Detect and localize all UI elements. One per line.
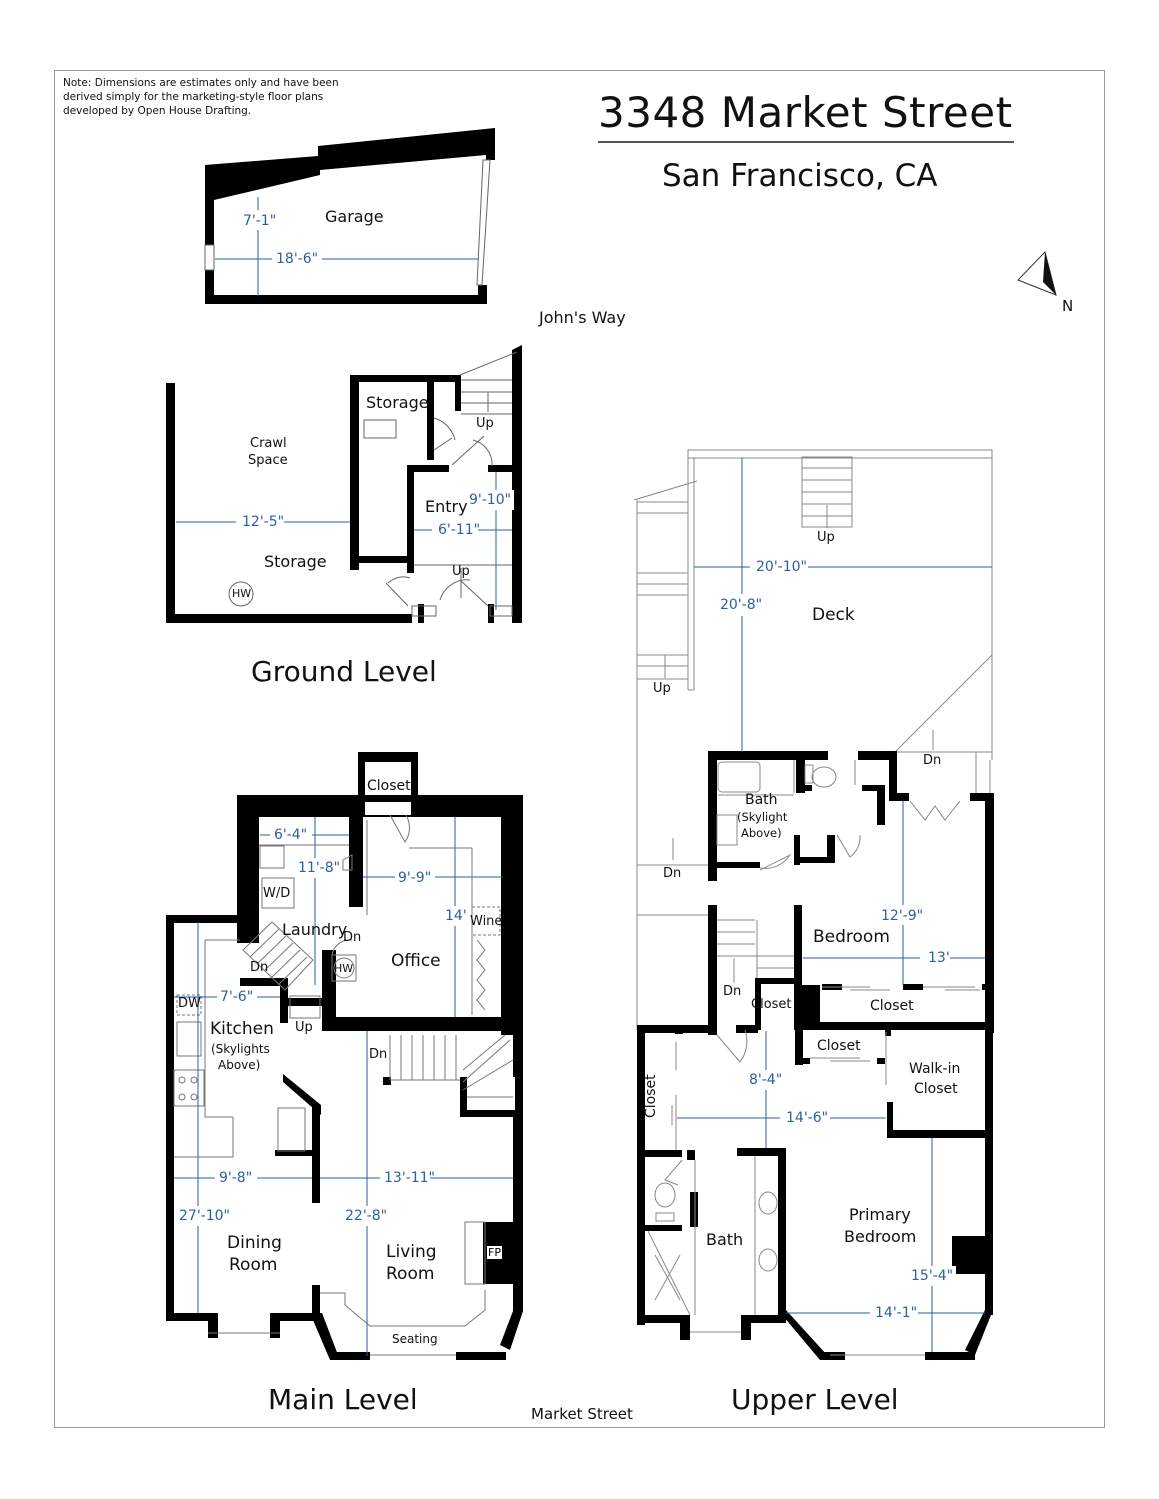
property-address-title: 3348 Market Street — [598, 88, 1013, 137]
dim-storage-width: 12'-5" — [242, 514, 285, 530]
garage-plan — [204, 128, 495, 304]
dim-bedroom-width: 13' — [928, 950, 950, 966]
dishwasher-icon: DW — [178, 996, 201, 1011]
stair-label-up: Up — [295, 1020, 313, 1035]
stair-label-dn: Dn — [250, 960, 269, 975]
room-label-laundry: Laundry — [282, 920, 348, 939]
dim-hall-width: 14'-6" — [786, 1110, 829, 1126]
room-label-wine: Wine — [470, 914, 503, 929]
dim-living-depth: 22'-8" — [345, 1208, 388, 1224]
room-label-dining: Dining — [227, 1233, 282, 1253]
room-label-storage-small: Storage — [366, 393, 429, 412]
upper-level-plan — [633, 449, 994, 1360]
dim-living-width: 13'-11" — [384, 1170, 435, 1186]
room-label-closet-side: Closet — [643, 1074, 659, 1118]
north-arrow-icon — [1017, 251, 1057, 296]
title-underline — [598, 141, 1014, 143]
property-city-subtitle: San Francisco, CA — [662, 158, 938, 194]
dim-primary-width: 14'-1" — [875, 1305, 918, 1321]
level-title-ground: Ground Level — [251, 655, 437, 688]
water-heater-icon: HW — [232, 587, 252, 600]
room-label-entry: Entry — [425, 497, 468, 516]
ground-level-plan — [166, 345, 522, 623]
room-label-closet-primary: Closet — [817, 1038, 861, 1054]
room-label-walk-in-closet-2: Closet — [914, 1081, 958, 1097]
stair-label-up: Up — [476, 416, 494, 431]
room-note-kitchen-2: Above) — [218, 1058, 261, 1072]
room-label-storage-large: Storage — [264, 552, 327, 571]
room-label-crawl-space-2: Space — [248, 453, 288, 468]
disclaimer-note: Note: Dimensions are estimates only and … — [63, 77, 339, 117]
dim-deck-depth: 20'-8" — [720, 597, 763, 613]
stair-label-dn: Dn — [923, 753, 942, 768]
dim-office-width: 9'-9" — [398, 870, 432, 886]
room-label-closet: Closet — [367, 778, 411, 794]
dim-garage-depth: 7'-1" — [243, 213, 277, 229]
room-label-walk-in-closet: Walk-in — [909, 1061, 961, 1077]
fireplace-icon: FP — [487, 1246, 502, 1259]
dim-primary-depth: 15'-4" — [911, 1268, 954, 1284]
dim-office-depth: 14' — [445, 908, 467, 924]
level-title-upper: Upper Level — [731, 1383, 899, 1416]
stair-label-up: Up — [452, 564, 470, 579]
room-label-closet-bedroom: Closet — [870, 998, 914, 1014]
dim-dining-depth: 27'-10" — [179, 1208, 230, 1224]
room-label-primary-bedroom: Primary — [849, 1205, 911, 1224]
level-title-main: Main Level — [268, 1383, 418, 1416]
dim-bedroom-depth: 12'-9" — [881, 908, 924, 924]
water-heater-icon: HW — [334, 962, 354, 975]
room-label-closet-hall: Closet — [751, 997, 792, 1012]
main-level-plan — [166, 752, 523, 1360]
room-note-bath-2: Above) — [741, 826, 782, 840]
room-label-living: Living — [386, 1242, 437, 1262]
dim-entry-width: 6'-11" — [438, 522, 481, 538]
stair-label-dn: Dn — [723, 984, 742, 999]
bay-seating-label: Seating — [392, 1332, 438, 1346]
room-label-bath: Bath — [745, 792, 778, 808]
room-label-garage: Garage — [325, 207, 384, 226]
dim-garage-width: 18'-6" — [276, 251, 319, 267]
room-label-crawl-space: Crawl — [250, 436, 287, 451]
room-note-kitchen: (Skylights — [211, 1042, 270, 1056]
room-note-bath: (Skylight — [737, 810, 788, 824]
stair-label-dn: Dn — [343, 930, 362, 945]
north-label: N — [1062, 297, 1074, 315]
stair-label-up: Up — [653, 681, 671, 696]
room-label-dining-2: Room — [229, 1255, 278, 1275]
dim-laundry-width: 6'-4" — [274, 827, 308, 843]
room-label-kitchen: Kitchen — [210, 1019, 274, 1039]
dim-laundry-depth: 11'-8" — [298, 860, 341, 876]
stair-label-up: Up — [817, 530, 835, 545]
page-frame — [54, 70, 1105, 1428]
room-label-deck: Deck — [812, 605, 855, 625]
room-label-living-2: Room — [386, 1264, 435, 1284]
stair-label-dn: Dn — [663, 866, 682, 881]
room-label-office: Office — [391, 951, 441, 971]
dim-deck-width: 20'-10" — [756, 559, 807, 575]
washer-dryer-icon: W/D — [263, 886, 291, 901]
dim-hall-depth: 8'-4" — [749, 1072, 783, 1088]
stair-label-dn: Dn — [369, 1047, 388, 1062]
dim-dining-width: 9'-8" — [219, 1170, 253, 1186]
dim-entry-depth: 9'-10" — [469, 492, 512, 508]
room-label-primary-bath: Bath — [706, 1230, 744, 1249]
street-label-market-street: Market Street — [531, 1405, 633, 1423]
street-label-johns-way: John's Way — [539, 308, 626, 327]
room-label-bedroom: Bedroom — [813, 927, 890, 947]
room-label-primary-bedroom-2: Bedroom — [844, 1227, 917, 1246]
dim-kitchen-width: 7'-6" — [220, 989, 254, 1005]
